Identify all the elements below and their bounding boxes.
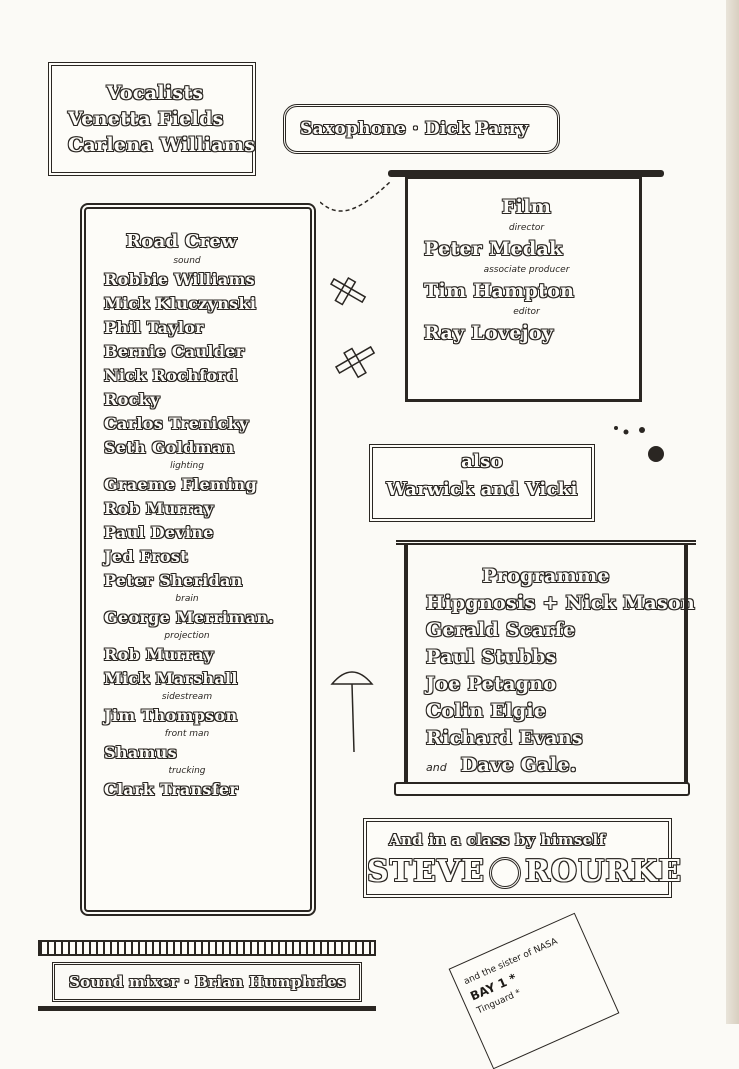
film-role: editor bbox=[513, 307, 540, 317]
biplanes-doodle bbox=[320, 181, 391, 379]
crew-name: Nick Rochford bbox=[104, 366, 238, 385]
programme-name: Paul Stubbs bbox=[426, 646, 557, 668]
sound-mixer-temple: Sound mixer · Brian Humphries bbox=[38, 940, 376, 1014]
vocalists-title: Vocalists bbox=[106, 82, 204, 104]
film-name: Ray Lovejoy bbox=[424, 322, 554, 344]
page-edge bbox=[726, 0, 739, 1024]
crew-role: lighting bbox=[170, 461, 204, 471]
programme-name: Colin Elgie bbox=[426, 700, 547, 722]
programme-name: Dave Gale. bbox=[460, 754, 577, 776]
crew-role: sidestream bbox=[161, 692, 213, 702]
film-screen-roller bbox=[388, 170, 664, 177]
programme-name: Richard Evans bbox=[426, 727, 583, 749]
sound-mixer-credit: Sound mixer · Brian Humphries bbox=[69, 973, 346, 991]
temple-roof bbox=[38, 940, 376, 956]
biplane-icon bbox=[329, 276, 367, 306]
crew-name: Graeme Fleming bbox=[104, 475, 257, 494]
film-name: Peter Medak bbox=[424, 238, 563, 260]
programme-stage: Programme Hipgnosis + Nick Mason Gerald … bbox=[396, 540, 696, 792]
crew-name: Bernie Caulder bbox=[104, 342, 245, 361]
crew-name: Phil Taylor bbox=[104, 318, 204, 337]
crew-name: Jim Thompson bbox=[104, 706, 238, 725]
stage-post bbox=[684, 545, 688, 790]
film-role: director bbox=[508, 223, 545, 233]
crew-role: sound bbox=[173, 256, 201, 266]
road-crew-frame: Road Crew sound Robbie Williams Mick Klu… bbox=[80, 203, 316, 916]
temple-base bbox=[38, 1006, 376, 1011]
bubbles-doodle bbox=[614, 426, 664, 462]
programme-and: and bbox=[426, 761, 447, 774]
film-role: associate producer bbox=[483, 265, 570, 275]
emblem-icon bbox=[489, 857, 521, 889]
stage-base bbox=[394, 782, 690, 796]
crew-name: Jed Frost bbox=[104, 547, 188, 566]
programme-name: Joe Petagno bbox=[426, 673, 557, 695]
crew-name: Mick Marshall bbox=[104, 669, 238, 688]
programme-name: Gerald Scarfe bbox=[426, 619, 576, 641]
closer-last-name: ROURKE bbox=[525, 854, 683, 889]
vocalist-name: Carlena Williams bbox=[68, 134, 256, 156]
sound-mixer-panel: Sound mixer · Brian Humphries bbox=[52, 962, 362, 1002]
crew-name: George Merriman. bbox=[104, 608, 275, 627]
crew-name: Rob Murray bbox=[104, 499, 214, 518]
stage-post bbox=[404, 545, 408, 790]
film-title: Film bbox=[501, 196, 552, 218]
programme-name: Hipgnosis + Nick Mason bbox=[426, 592, 696, 614]
road-crew-title: Road Crew bbox=[126, 231, 237, 252]
crew-name: Paul Devine bbox=[104, 523, 214, 542]
crew-name: Carlos Trenicky bbox=[104, 414, 249, 433]
biplane-icon bbox=[334, 345, 376, 379]
saxophone-credit: Saxophone · Dick Parry bbox=[300, 119, 529, 139]
vocalist-name: Venetta Fields bbox=[68, 108, 224, 130]
crew-role: projection bbox=[164, 631, 210, 641]
saxophone-panel: Saxophone · Dick Parry bbox=[283, 104, 560, 154]
crew-role: front man bbox=[164, 729, 210, 739]
crew-role: brain bbox=[175, 594, 199, 604]
crew-name: Rocky bbox=[104, 390, 160, 409]
vocalists-frame: Vocalists Venetta Fields Carlena William… bbox=[48, 62, 256, 176]
closer-first-name: STEVE bbox=[367, 854, 485, 889]
steve-rourke-panel: And in a class by himself STEVE ROURKE bbox=[363, 818, 681, 898]
also-panel: also Warwick and Vicki bbox=[369, 444, 595, 522]
umbrella-icon bbox=[330, 671, 374, 753]
crew-name: Peter Sheridan bbox=[104, 571, 243, 590]
crew-name: Clark Transfer bbox=[104, 780, 239, 799]
programme-title: Programme bbox=[482, 565, 610, 587]
crew-name: Mick Kluczynski bbox=[104, 294, 257, 313]
closer-line: And in a class by himself bbox=[389, 831, 606, 849]
film-screen: Film director Peter Medak associate prod… bbox=[405, 176, 642, 402]
crew-name: Seth Goldman bbox=[104, 438, 235, 457]
crew-role: trucking bbox=[168, 766, 206, 776]
crew-name: Shamus bbox=[104, 743, 177, 762]
film-name: Tim Hampton bbox=[424, 280, 575, 302]
crew-name: Robbie Williams bbox=[104, 270, 255, 289]
note-card: and the sister of NASA BAY 1 * Tinguard … bbox=[448, 912, 620, 1069]
crew-name: Rob Murray bbox=[104, 645, 214, 664]
also-label: also bbox=[461, 451, 503, 472]
also-names: Warwick and Vicki bbox=[386, 479, 578, 500]
